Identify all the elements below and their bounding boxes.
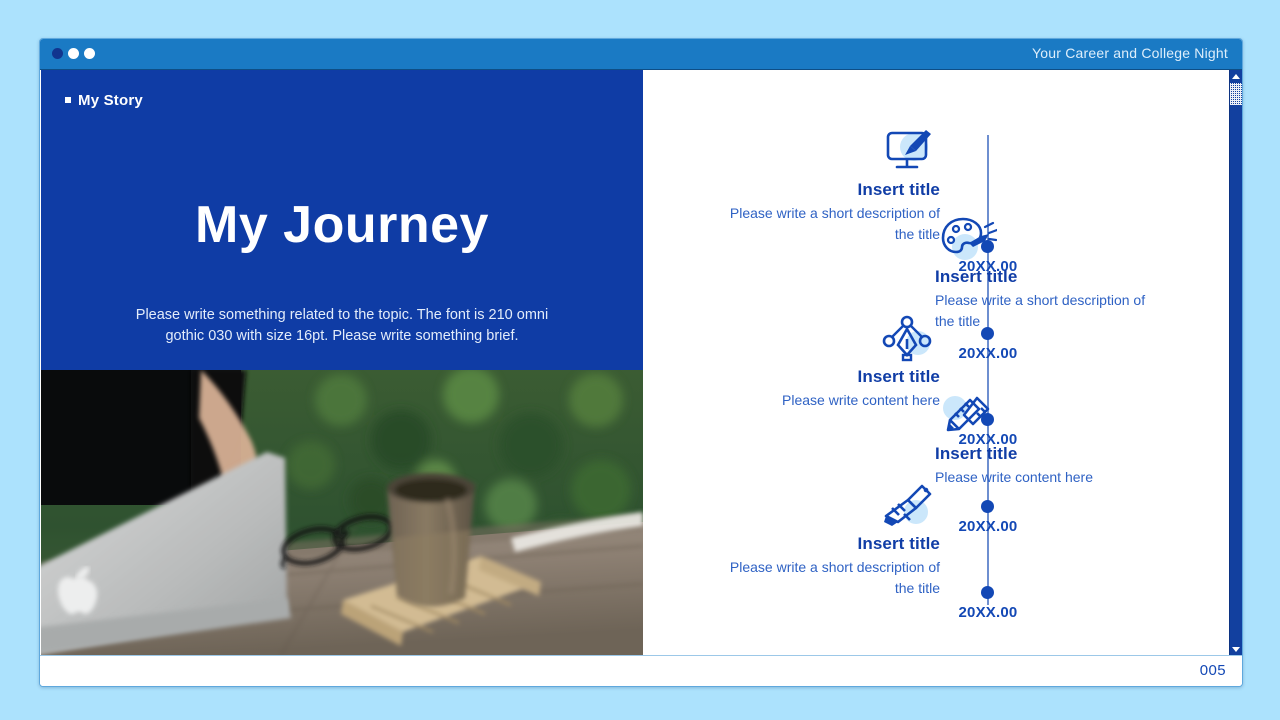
timeline-dot [981,586,994,599]
timeline-dot [981,500,994,513]
scroll-up-arrow-glyph [1232,73,1240,79]
slide-left-panel: My Story My Journey Please write somethi… [41,70,643,370]
title-bar: Your Career and College Night [40,39,1242,70]
timeline-dot [981,240,994,253]
timeline-entry-title: Insert title [935,267,1018,286]
window-controls [52,48,95,59]
timeline-entry-description: Please write content here [935,469,1093,485]
minimize-dot[interactable] [68,48,79,59]
timeline-entry[interactable]: Insert title Please write a short descri… [710,482,940,598]
timeline-panel: 20XX.00 20XX.00 20XX.00 20XX.00 20XX.00 [643,70,1230,655]
timeline-dot [981,327,994,340]
timeline-entry-description: Please write a short description of the … [729,559,940,596]
vertical-scrollbar[interactable] [1229,70,1242,655]
section-label: My Story [65,92,143,109]
timeline-date: 20XX.00 [958,431,1018,448]
window-title: Your Career and College Night [1032,45,1228,61]
timeline-entry-title: Insert title [857,180,940,199]
status-bar: 005 [40,655,1242,686]
timeline-entry-description: Please write a short description of the … [935,292,1146,329]
page-title: My Journey [195,196,489,254]
timeline-entry-title: Insert title [935,444,1018,463]
timeline-date: 20XX.00 [958,345,1018,362]
monitor-paintbrush-icon [710,128,940,176]
timeline-entry[interactable]: Insert title Please write a short descri… [935,215,1165,331]
page-number: 005 [1199,662,1226,679]
paint-palette-icon [935,215,1165,263]
scroll-up-icon[interactable] [1230,70,1242,82]
timeline-axis [987,135,989,605]
timeline-entry-description: Please write a short description of the … [729,205,940,242]
timeline-entry[interactable]: Insert title Please write a short descri… [710,128,940,244]
slide-canvas: My Story My Journey Please write somethi… [40,70,1230,655]
timeline-dot [981,413,994,426]
timeline-date: 20XX.00 [958,258,1018,275]
close-dot[interactable] [52,48,63,59]
scroll-down-icon[interactable] [1230,643,1242,655]
timeline-date: 20XX.00 [958,518,1018,535]
bullet-square-icon [65,96,71,103]
timeline-entry-description: Please write content here [782,392,940,408]
maximize-dot[interactable] [84,48,95,59]
slide-photo [41,370,643,655]
application-window: Your Career and College Night My Story M… [39,38,1243,687]
section-label-text: My Story [78,92,143,109]
timeline-date: 20XX.00 [958,604,1018,621]
timeline-entry-title: Insert title [857,534,940,553]
scroll-down-arrow-glyph [1232,646,1240,652]
pen-tool-icon [710,315,940,363]
timeline-entry[interactable]: Insert title Please write content here [935,392,1165,488]
timeline-entry-title: Insert title [857,367,940,386]
paintbrush-icon [710,482,940,530]
timeline-entry[interactable]: Insert title Please write content here [710,315,940,411]
slide-subtitle: Please write something related to the to… [135,307,549,344]
pencil-ruler-icon [935,392,1165,440]
scrollbar-thumb[interactable] [1230,83,1242,105]
